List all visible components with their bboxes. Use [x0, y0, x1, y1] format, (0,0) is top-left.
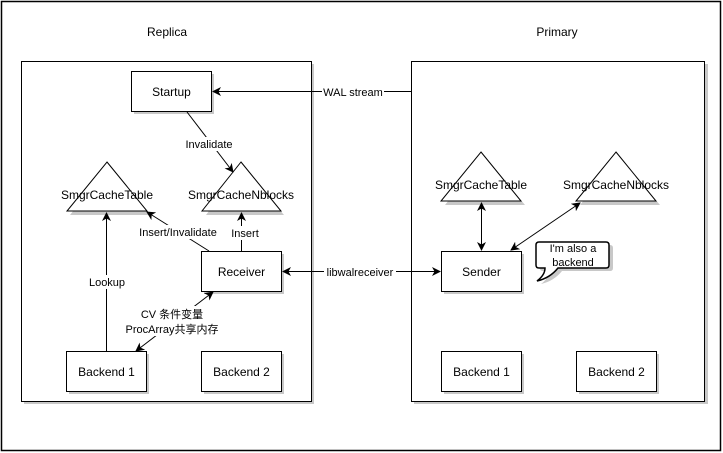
replica-title: Replica [147, 25, 187, 39]
edge-insert-invalidate-label: Insert/Invalidate [139, 227, 217, 239]
primary-smgr-cache-nblocks-label: SmgrCacheNblocks [563, 178, 669, 192]
primary-smgr-cache-table[interactable]: SmgrCacheTable [435, 151, 527, 205]
edge-libwalreceiver-label: libwalreceiver [327, 267, 394, 279]
replica-backend-2-label: Backend 2 [213, 365, 270, 379]
edge-sender-smgr-cache-nblocks [510, 202, 581, 251]
primary-backend-1[interactable]: Backend 1 [441, 351, 525, 395]
receiver-node[interactable]: Receiver [201, 251, 285, 295]
replica-smgr-cache-nblocks[interactable]: SmgrCacheNblocks [188, 161, 294, 215]
edge-cv-label: CV 条件变量 [141, 307, 203, 321]
edge-lookup-label: Lookup [89, 277, 125, 289]
replica-backend-1-label: Backend 1 [78, 365, 135, 379]
startup-node[interactable]: Startup [131, 71, 215, 115]
primary-smgr-cache-nblocks[interactable]: SmgrCacheNblocks [563, 151, 669, 205]
callout-bubble: I'm also a backend [535, 241, 613, 284]
edge-insert-label: Insert [231, 228, 259, 240]
sender-label: Sender [462, 265, 501, 279]
callout-line-2: backend [552, 257, 594, 269]
replica-smgr-cache-nblocks-label: SmgrCacheNblocks [188, 188, 294, 202]
edge-wal-stream-label: WAL stream [323, 87, 383, 99]
replica-smgr-cache-table-label: SmgrCacheTable [61, 188, 153, 202]
callout-line-1: I'm also a [550, 243, 598, 255]
replica-backend-1[interactable]: Backend 1 [66, 351, 150, 395]
sender-node[interactable]: Sender [441, 251, 525, 295]
primary-backend-1-label: Backend 1 [453, 365, 510, 379]
edge-procarray-label: ProcArray共享内存 [126, 322, 219, 336]
replica-backend-2[interactable]: Backend 2 [201, 351, 285, 395]
primary-backend-2-label: Backend 2 [588, 365, 645, 379]
edge-invalidate-label: Invalidate [185, 139, 232, 151]
primary-title: Primary [536, 25, 577, 39]
replica-smgr-cache-table[interactable]: SmgrCacheTable [61, 161, 153, 215]
primary-smgr-cache-table-label: SmgrCacheTable [435, 178, 527, 192]
receiver-label: Receiver [218, 265, 265, 279]
startup-label: Startup [152, 85, 191, 99]
primary-backend-2[interactable]: Backend 2 [576, 351, 660, 395]
